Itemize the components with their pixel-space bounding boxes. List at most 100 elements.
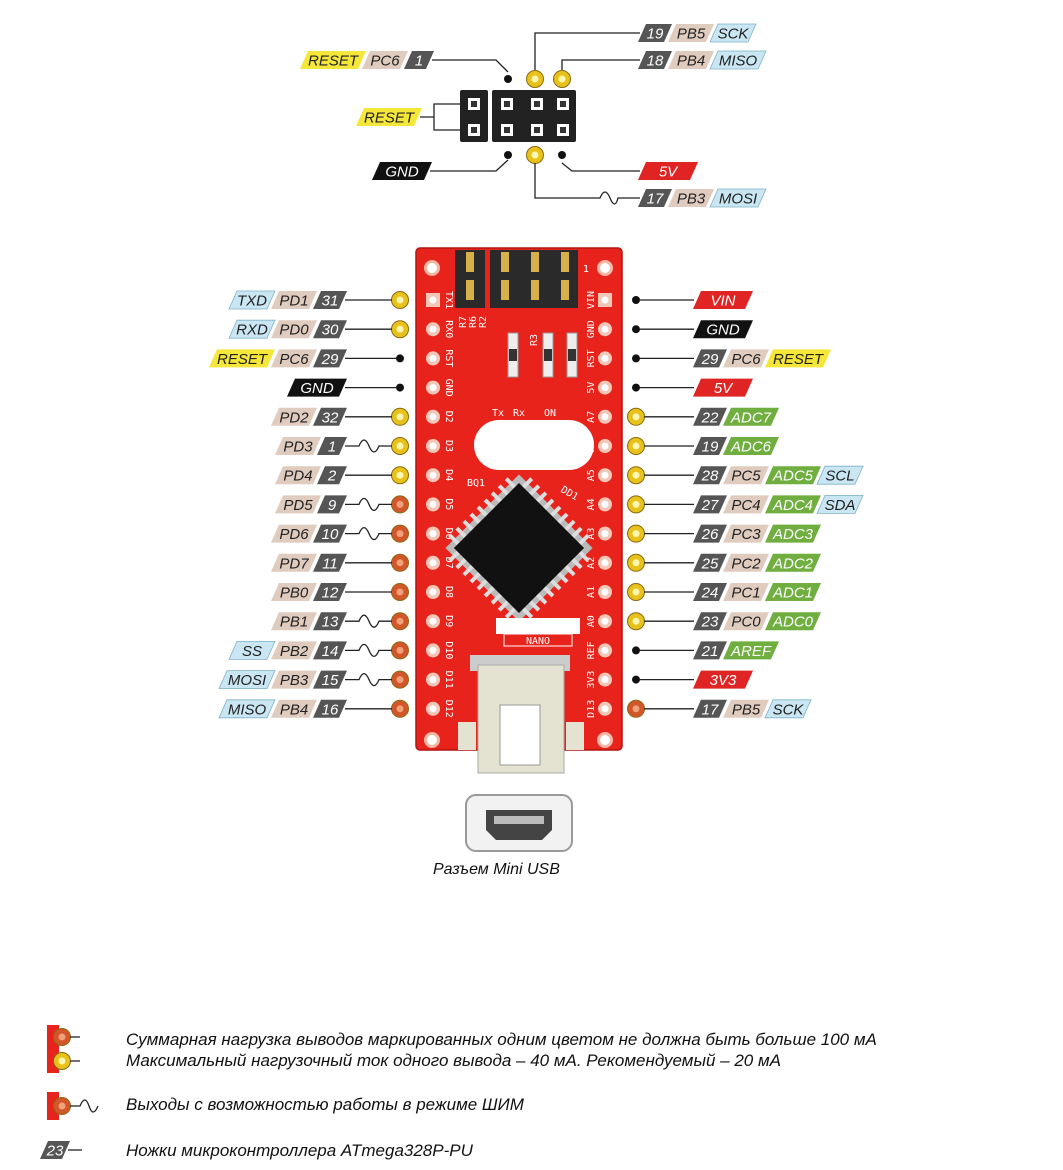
left-pin-1-label-1-text: PD0 [279, 322, 309, 339]
board-name-line1: БУЗИНА [520, 623, 556, 634]
crystal-oscillator [474, 420, 594, 470]
left-pin-2-label-2-box [313, 349, 347, 368]
right-pin-2-label-1-text: PC6 [731, 351, 761, 368]
left-pin-dot-12-hole [396, 646, 404, 654]
right-pin-5-label-0-box [693, 437, 727, 455]
left-pin-dot-5-hole [396, 442, 404, 450]
mount-hole-inner-3 [600, 735, 610, 745]
silk-right-10: A1 [586, 586, 597, 598]
legend-pwm-wave-icon [70, 1099, 99, 1113]
usb-icon-contacts [494, 816, 544, 824]
silk-r6: R6 [468, 316, 479, 328]
reset-jumper-block [460, 90, 488, 142]
header-pin-core-1-1 [504, 127, 510, 133]
right-pin-6-label-1-text: PC5 [731, 468, 761, 485]
pin-hole-0-11 [429, 617, 437, 625]
right-pin-13-label-0-text: 3V3 [710, 672, 737, 689]
right-pin-8-label-0-box [693, 524, 727, 543]
right-pin-14-label-1-text: PB5 [732, 701, 761, 718]
icsp-pin-miso-dot-hole [558, 75, 566, 83]
left-pin-9-label-0-box [271, 553, 317, 572]
silk-left-6: D4 [443, 469, 454, 481]
led-label-on: ON [544, 408, 556, 419]
mount-hole-inner-2 [427, 735, 437, 745]
pin-hole-1-8 [601, 530, 609, 538]
left-pin-4-label-1-box [313, 407, 347, 426]
icsp-right-mosi-label-2-box [709, 188, 767, 208]
left-pin-4-label-0-box [271, 407, 317, 426]
left-pin-3-label-0-box [287, 378, 347, 397]
mount-hole-inner-1 [600, 263, 610, 273]
left-pin-2-label-1-box [271, 349, 317, 368]
right-pin-9-label-2-text: ADC2 [772, 555, 814, 572]
left-pin-12-label-2-box [313, 641, 347, 660]
right-pin-13-label-0-box [693, 670, 753, 689]
legend-line-load-total: Суммарная нагрузка выводов маркированных… [126, 1030, 877, 1049]
silk-right-12: REF [586, 641, 597, 659]
left-pin-13-label-0-box [218, 670, 276, 689]
pin-hole-0-12 [429, 646, 437, 654]
pin-hole-0-14 [429, 705, 437, 713]
pin-hole-1-2 [601, 354, 609, 362]
right-pin-8-label-2-text: ADC3 [772, 526, 814, 543]
pin-hole-0-9 [429, 559, 437, 567]
silk-left-11: D9 [443, 615, 454, 627]
silk-left-7: D5 [443, 498, 454, 510]
left-pin-13-label-1-box [271, 670, 317, 689]
silk-right-11: A0 [586, 615, 597, 627]
left-pin-0-label-1-box [271, 291, 317, 309]
icsp-pin-mosi-dot-hole [531, 151, 539, 159]
left-pin-dot-2 [396, 354, 404, 363]
pin-hole-0-0 [429, 296, 437, 304]
icsp-right-mosi-label-2-text: MOSI [719, 191, 757, 208]
legend-line-load-max: Максимальный нагрузочный ток одного выво… [126, 1051, 781, 1070]
right-pin-6-label-3-text: SCL [825, 468, 854, 485]
pin-hole-0-13 [429, 676, 437, 684]
right-pin-11-label-1-text: PC0 [731, 614, 761, 631]
silk-r7: R7 [458, 316, 469, 328]
header-pin-core-2-1 [534, 127, 540, 133]
right-pin-2-label-0-text: 29 [701, 351, 719, 368]
usb-icon-port [486, 810, 552, 840]
legend-mcu-number-box [40, 1141, 70, 1159]
left-pin-6-label-1-box [317, 466, 347, 485]
silk-left-12: D10 [443, 641, 454, 659]
pin-hole-0-4 [429, 413, 437, 421]
left-pin-8-label-1-box [313, 524, 347, 543]
right-pin-12-label-0-box [693, 641, 727, 660]
mcu-chip [445, 474, 593, 622]
icsp-line-miso [561, 59, 640, 70]
right-pin-3-label-0-text: 5V [714, 380, 734, 397]
left-pin-10-label-1-box [313, 583, 347, 601]
silk-r2: R2 [478, 316, 489, 328]
right-pin-2-label-2-box [765, 349, 831, 368]
left-pin-1-label-2-text: 30 [322, 322, 339, 339]
left-pwm-line-8 [345, 526, 392, 541]
pin-hole-1-13 [601, 676, 609, 684]
right-pin-dot-7-hole [632, 500, 640, 508]
right-pin-10-label-1-box [723, 583, 769, 601]
icsp-right-mosi-label-1-text: PB3 [677, 191, 706, 208]
left-pin-dot-13-hole [396, 676, 404, 684]
silk-right-13: 3V3 [586, 671, 597, 689]
left-pin-11-label-0-box [271, 612, 317, 631]
icsp-pin-1-dot [504, 75, 512, 83]
right-pin-7-label-2-box [765, 495, 821, 514]
icsp-line-reset [432, 59, 509, 73]
left-pin-7-label-0-text: PD5 [283, 497, 313, 514]
nano-board: 1TX1VINRX0GNDRSTRSTGND5VD2A7D3A6D4A5D5A4… [415, 247, 623, 774]
icsp-right-sck-label-2-text: SCK [718, 26, 750, 43]
right-pin-dot-6-hole [632, 471, 640, 479]
header-mark-one: 1 [583, 264, 589, 275]
right-pin-12-label-0-text: 21 [701, 643, 719, 660]
right-pin-dot-11-hole [632, 617, 640, 625]
left-pin-8-label-0-box [271, 524, 317, 543]
right-pin-5-label-1-text: ADC6 [730, 439, 772, 456]
silk-right-9: A2 [586, 557, 597, 569]
left-pin-5-label-1-text: 1 [328, 439, 336, 456]
left-pin-2-label-0-box [209, 349, 275, 368]
left-pwm-line-12 [345, 643, 392, 658]
silk-r3: R3 [529, 334, 540, 346]
left-pin-1-label-0-box [228, 319, 276, 339]
